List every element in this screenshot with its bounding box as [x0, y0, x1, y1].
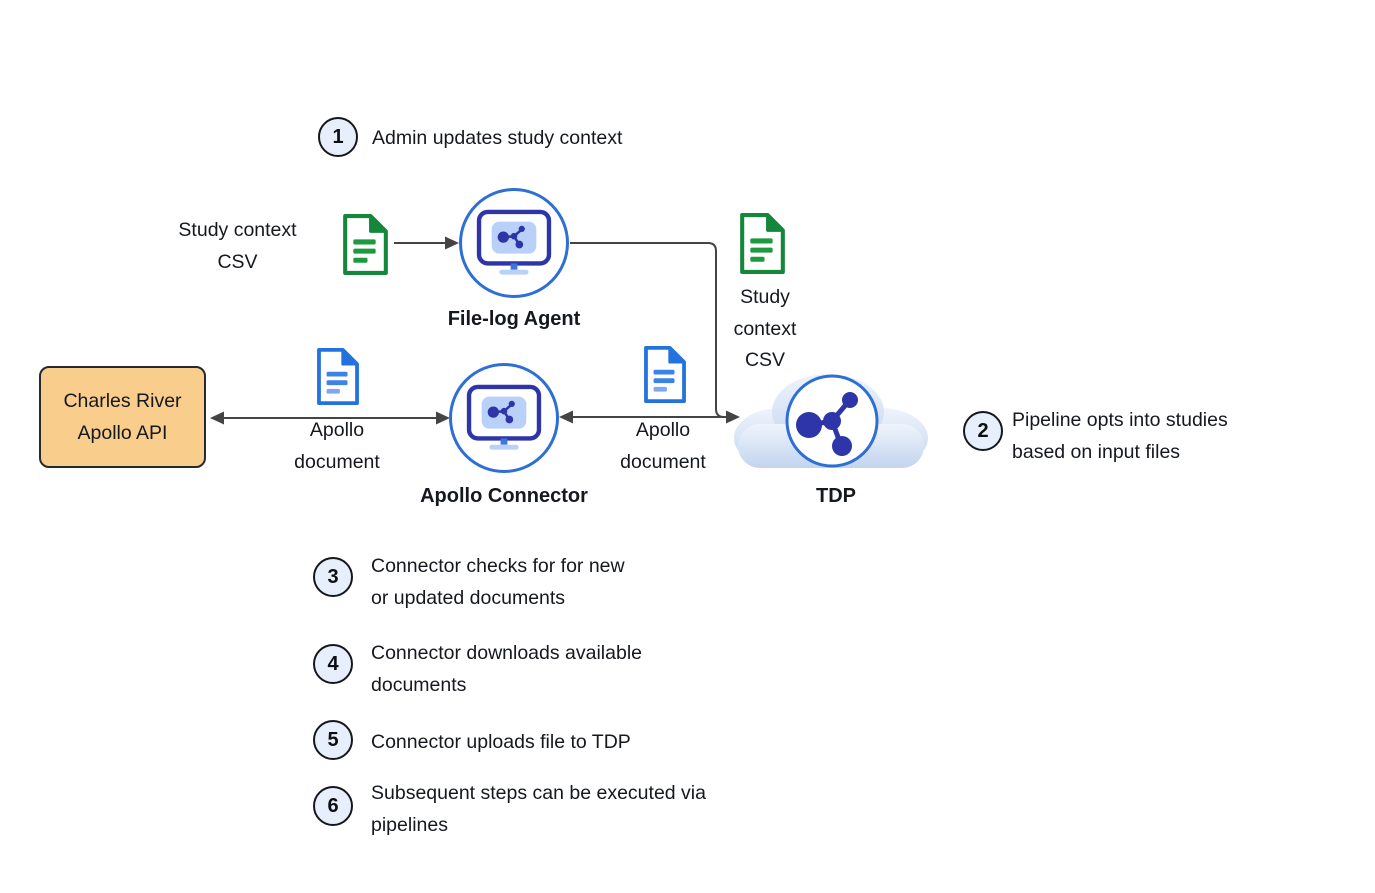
cloud-molecule-icon — [734, 374, 928, 468]
label-line: Charles River — [63, 390, 182, 412]
step-4-text: Connector downloads available documents — [371, 637, 642, 701]
step-6-text: Subsequent steps can be executed via pip… — [371, 777, 706, 841]
arrow-api-to-connector — [210, 411, 450, 425]
step-4-badge: 4 — [313, 644, 353, 684]
computer-molecule-icon — [476, 209, 552, 275]
document-icon-blue — [644, 345, 686, 404]
step-2-badge: 2 — [963, 411, 1003, 451]
document-icon-green — [343, 214, 388, 275]
apollo-document-left-label: Apollo document — [282, 414, 392, 478]
file-log-agent-label: File-log Agent — [447, 308, 581, 330]
step-line: Subsequent steps can be executed via — [371, 782, 706, 804]
file-log-agent-node — [459, 188, 569, 298]
step-line: documents — [371, 674, 467, 696]
computer-molecule-icon — [466, 384, 542, 450]
step-3-badge: 3 — [313, 557, 353, 597]
document-icon-green — [740, 213, 785, 274]
step-1-badge: 1 — [318, 117, 358, 157]
tdp-label: TDP — [816, 485, 856, 507]
step-5-text: Connector uploads file to TDP — [371, 726, 631, 758]
step-6-badge: 6 — [313, 786, 353, 826]
label-line: Apollo API — [77, 422, 168, 444]
step-line: Connector downloads available — [371, 642, 643, 664]
step-2-text: Pipeline opts into studies based on inpu… — [1012, 404, 1228, 468]
label-line: Study — [740, 286, 790, 308]
step-3-text: Connector checks for for new or updated … — [371, 550, 625, 614]
apollo-connector-node — [449, 363, 559, 473]
label-line: Apollo — [635, 419, 691, 441]
step-line: pipelines — [371, 814, 448, 836]
document-icon-blue — [317, 347, 359, 406]
step-line: Admin updates study context — [372, 127, 623, 149]
label-line: CSV — [744, 349, 786, 371]
study-context-csv-right-label: Study context CSV — [705, 282, 825, 377]
step-line: Pipeline opts into studies — [1012, 409, 1228, 431]
step-line: Connector checks for for new — [371, 555, 625, 577]
charles-river-apollo-api-box: Charles River Apollo API — [39, 366, 206, 468]
apollo-connector-label: Apollo Connector — [420, 485, 588, 507]
arrow-csv-to-filelog-agent — [394, 236, 459, 250]
step-5-badge: 5 — [313, 720, 353, 760]
label-line: Apollo — [309, 419, 365, 441]
label-line: document — [294, 451, 380, 473]
arrow-connector-to-tdp — [559, 410, 740, 424]
apollo-document-right-label: Apollo document — [608, 414, 718, 478]
study-context-csv-left-label: Study context CSV — [145, 214, 330, 278]
label-line: context — [733, 317, 797, 340]
label-line: Study context — [178, 219, 297, 241]
step-1-text: Admin updates study context — [372, 122, 622, 154]
label-line: CSV — [217, 251, 258, 273]
step-line: Connector uploads file to TDP — [371, 731, 631, 753]
step-line: based on input files — [1012, 441, 1181, 463]
label-line: document — [620, 451, 706, 473]
step-line: or updated documents — [371, 587, 566, 609]
